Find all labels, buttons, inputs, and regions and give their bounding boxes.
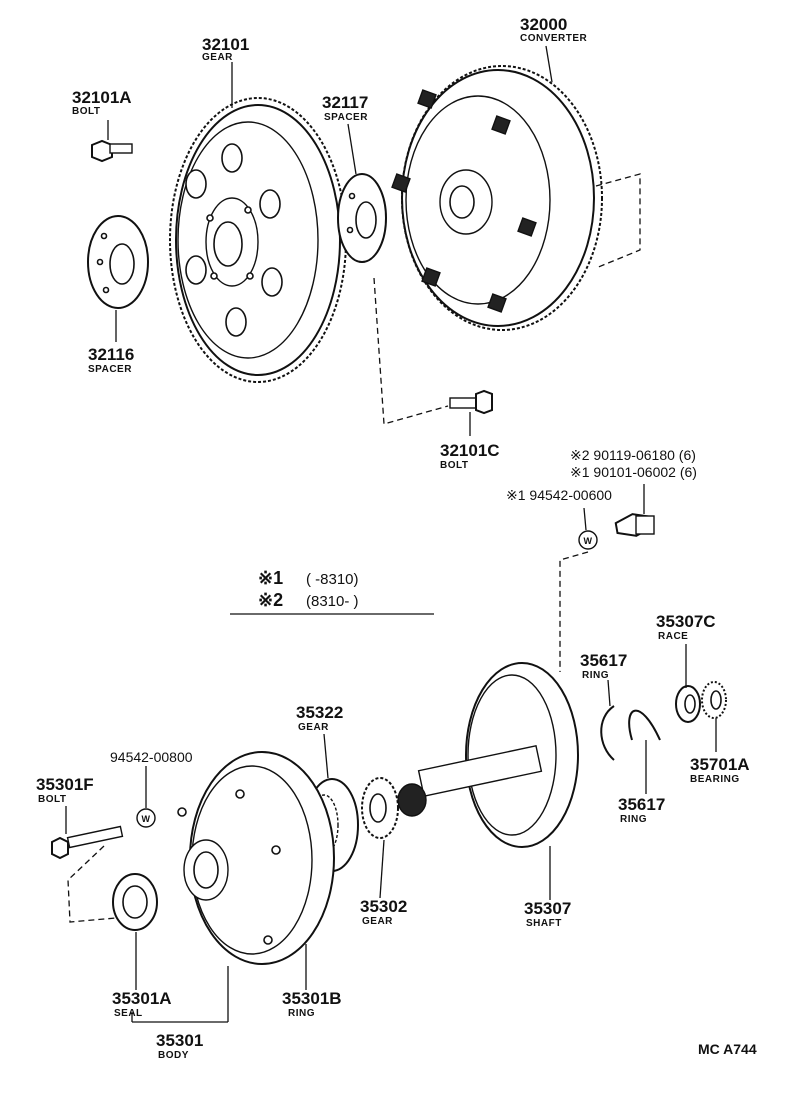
washer-94542-00600: W bbox=[578, 530, 598, 550]
svg-text:94542-00800: 94542-00800 bbox=[110, 749, 193, 765]
assembly-line-bolt-32101C bbox=[373, 277, 449, 425]
label-32117: 32117 SPACER bbox=[322, 93, 368, 123]
svg-text:※2: ※2 bbox=[258, 590, 283, 610]
bolt-32101C bbox=[449, 389, 493, 415]
svg-text:35322: 35322 bbox=[296, 703, 343, 722]
svg-text:35301: 35301 bbox=[156, 1031, 203, 1050]
oil-seal bbox=[112, 873, 158, 931]
svg-text:RING: RING bbox=[582, 670, 609, 681]
svg-text:35301F: 35301F bbox=[36, 775, 94, 794]
svg-text:35307C: 35307C bbox=[656, 612, 716, 631]
washer-94542-00800: W bbox=[136, 808, 156, 828]
drive-plate-gear bbox=[169, 97, 347, 383]
svg-text:GEAR: GEAR bbox=[202, 52, 233, 63]
label-35301F: 35301F BOLT bbox=[36, 775, 94, 805]
label-32000: 32000 CONVERTER bbox=[520, 15, 588, 44]
label-35701A: 35701A BEARING bbox=[690, 755, 750, 785]
thrust-bearing bbox=[701, 681, 727, 719]
label-35301A: 35301A SEAL bbox=[112, 989, 172, 1019]
svg-text:SPACER: SPACER bbox=[324, 112, 368, 123]
svg-text:BODY: BODY bbox=[158, 1050, 189, 1061]
label-35322: 35322 GEAR bbox=[296, 703, 343, 733]
svg-text:35617: 35617 bbox=[580, 651, 627, 670]
label-32116: 32116 SPACER bbox=[88, 345, 134, 375]
svg-text:W: W bbox=[584, 536, 593, 546]
svg-text:CONVERTER: CONVERTER bbox=[520, 33, 588, 44]
torque-converter bbox=[391, 65, 603, 331]
svg-text:32101C: 32101C bbox=[440, 441, 500, 460]
diagram-code: MC A744 bbox=[698, 1041, 757, 1057]
note-bolt-alternatives: ※2 90119-06180 (6) ※1 90101-06002 (6) ※1… bbox=[506, 447, 697, 503]
svg-text:35701A: 35701A bbox=[690, 755, 750, 774]
svg-text:32117: 32117 bbox=[322, 93, 368, 112]
bolt-35301F bbox=[51, 825, 124, 860]
assembly-line-washer bbox=[559, 551, 589, 672]
svg-text:BOLT: BOLT bbox=[440, 460, 468, 471]
race bbox=[675, 685, 701, 723]
svg-text:BOLT: BOLT bbox=[38, 794, 66, 805]
svg-text:W: W bbox=[142, 814, 151, 824]
label-35301B: 35301B RING bbox=[282, 989, 342, 1019]
svg-text:BEARING: BEARING bbox=[690, 774, 740, 785]
svg-text:35302: 35302 bbox=[360, 897, 407, 916]
svg-text:SHAFT: SHAFT bbox=[526, 918, 562, 929]
pump-driven-gear bbox=[361, 777, 399, 839]
pump-body bbox=[177, 751, 335, 965]
label-32101A: 32101A BOLT bbox=[72, 88, 132, 117]
svg-text:32000: 32000 bbox=[520, 15, 567, 34]
svg-text:GEAR: GEAR bbox=[362, 916, 393, 927]
stator-shaft bbox=[397, 662, 579, 848]
label-35302: 35302 GEAR bbox=[360, 897, 407, 927]
assembly-line-pump-bolt bbox=[67, 845, 117, 923]
svg-text:GEAR: GEAR bbox=[298, 722, 329, 733]
svg-text:32101A: 32101A bbox=[72, 88, 132, 107]
svg-text:※1 94542-00600: ※1 94542-00600 bbox=[506, 487, 612, 503]
svg-text:RING: RING bbox=[620, 814, 647, 825]
label-94542-00800: 94542-00800 bbox=[110, 749, 193, 765]
label-35307C: 35307C RACE bbox=[656, 612, 716, 642]
label-35307: 35307 SHAFT bbox=[524, 899, 571, 929]
converter-bolt bbox=[614, 513, 655, 537]
svg-text:SPACER: SPACER bbox=[88, 364, 132, 375]
label-35617-lower: 35617 RING bbox=[618, 795, 665, 825]
assembly-line-converter bbox=[595, 173, 641, 269]
svg-text:SEAL: SEAL bbox=[114, 1008, 143, 1019]
svg-text:※1: ※1 bbox=[258, 568, 283, 588]
svg-text:35617: 35617 bbox=[618, 795, 665, 814]
svg-text:35301B: 35301B bbox=[282, 989, 342, 1008]
leader-lines bbox=[65, 45, 717, 1023]
svg-text:(8310- ): (8310- ) bbox=[306, 593, 359, 610]
svg-text:※1 90101-06002 (6): ※1 90101-06002 (6) bbox=[570, 464, 697, 480]
snap-ring-lower bbox=[628, 709, 661, 741]
svg-text:32101: 32101 bbox=[202, 35, 249, 54]
snap-ring-upper bbox=[600, 705, 615, 761]
svg-text:※2 90119-06180 (6): ※2 90119-06180 (6) bbox=[570, 447, 696, 463]
svg-text:RING: RING bbox=[288, 1008, 315, 1019]
svg-text:( -8310): ( -8310) bbox=[306, 571, 359, 588]
label-32101C: 32101C BOLT bbox=[440, 441, 500, 471]
label-35617-upper: 35617 RING bbox=[580, 651, 627, 681]
bolt-32101A bbox=[91, 139, 133, 163]
spacer-32117 bbox=[337, 173, 387, 263]
svg-text:BOLT: BOLT bbox=[72, 106, 100, 117]
svg-text:32116: 32116 bbox=[88, 345, 134, 364]
label-35301: 35301 BODY bbox=[156, 1031, 203, 1061]
spacer-32116 bbox=[87, 215, 149, 309]
applicability-legend: ※1 ( -8310) ※2 (8310- ) bbox=[230, 568, 434, 615]
label-32101: 32101 GEAR bbox=[202, 35, 249, 63]
svg-text:35307: 35307 bbox=[524, 899, 571, 918]
svg-text:35301A: 35301A bbox=[112, 989, 172, 1008]
svg-text:RACE: RACE bbox=[658, 631, 688, 642]
